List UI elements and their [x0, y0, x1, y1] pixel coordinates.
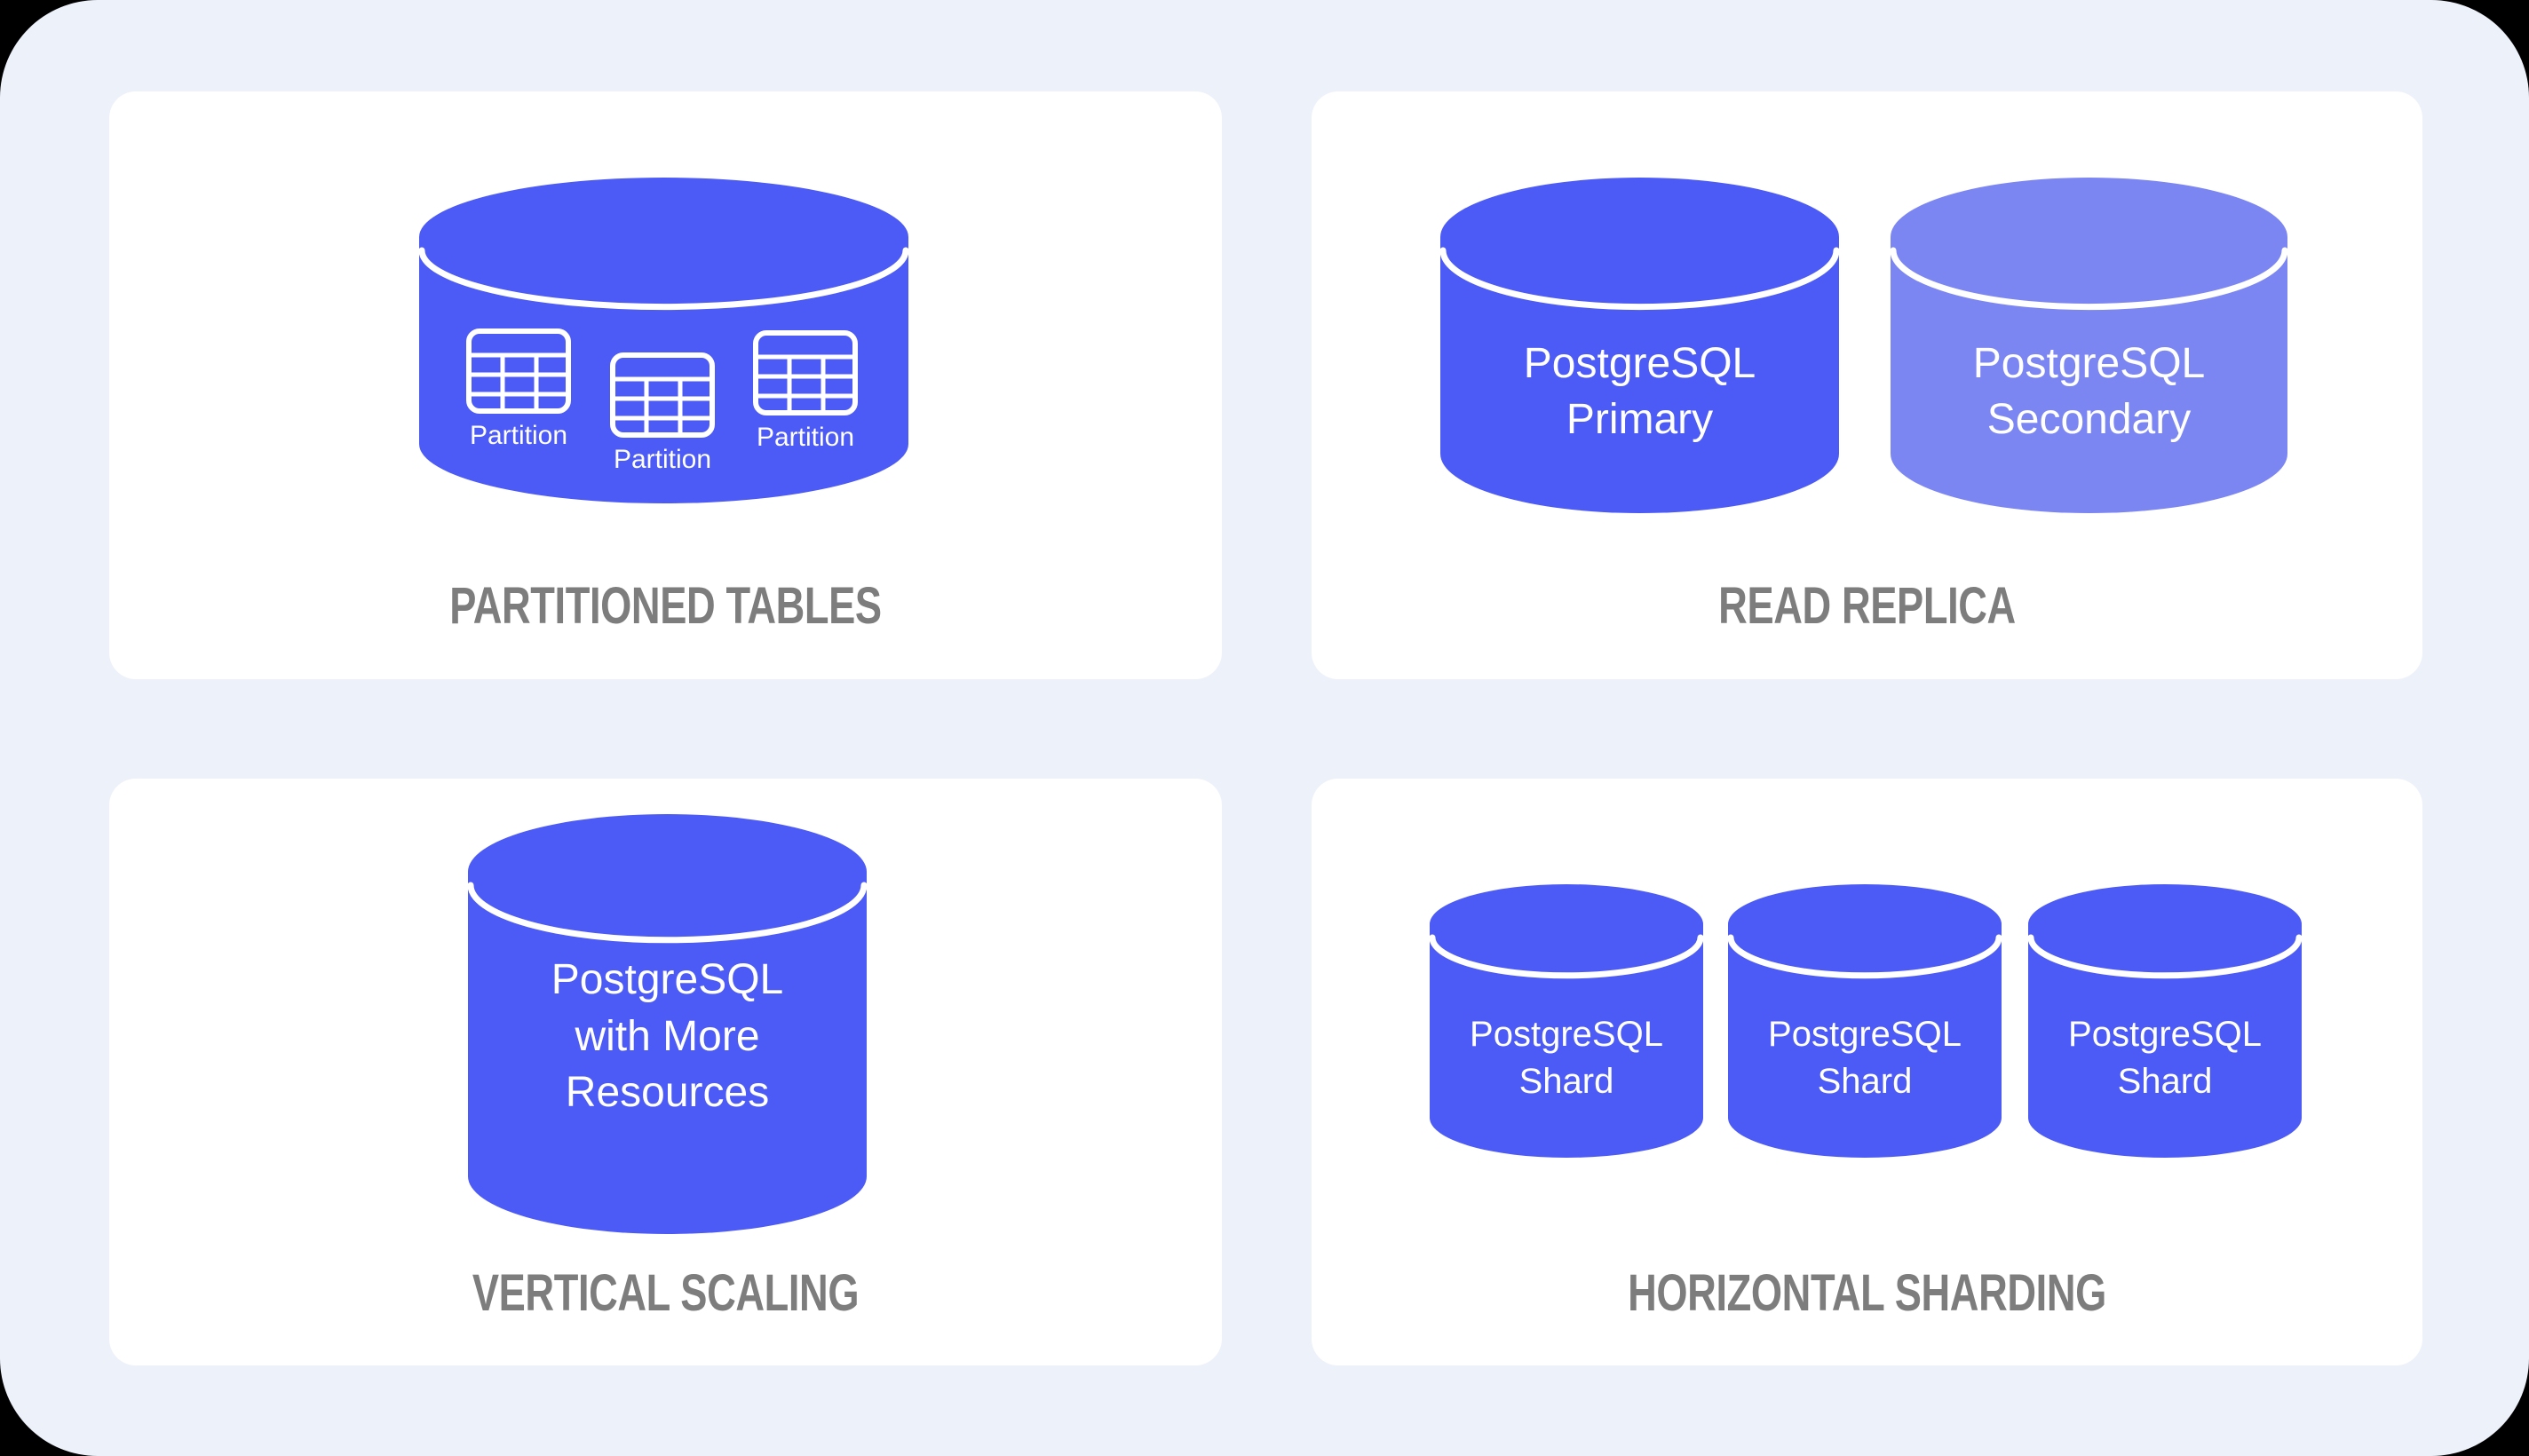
database-cylinder-secondary: PostgreSQL Secondary — [1891, 178, 2287, 513]
shard-db-label: PostgreSQL Shard — [1768, 1015, 1962, 1101]
database-cylinder-shard-1: PostgreSQL Shard — [1430, 884, 1703, 1158]
primary-db-label: PostgreSQL Primary — [1523, 339, 1756, 443]
partition-label: Partition — [756, 423, 855, 452]
table-partition-icon: Partition — [753, 330, 858, 452]
database-cylinder-partitioned: Partition Partition — [419, 178, 908, 503]
card-title-horizontal-sharding: HORIZONTAL SHARDING — [1628, 1263, 2106, 1322]
partition-label: Partition — [613, 445, 712, 474]
database-cylinder-vertical: PostgreSQL with More Resources — [468, 814, 867, 1234]
shard-db-label: PostgreSQL Shard — [2068, 1015, 2262, 1101]
database-cylinder-shard-2: PostgreSQL Shard — [1728, 884, 2002, 1158]
partition-label: Partition — [469, 421, 568, 450]
secondary-db-label: PostgreSQL Secondary — [1972, 339, 2206, 443]
vertical-db-label: PostgreSQL with More Resources — [551, 956, 784, 1117]
database-cylinder-shard-3: PostgreSQL Shard — [2028, 884, 2302, 1158]
card-read-replica: PostgreSQL Primary PostgreSQL Secondary … — [1312, 91, 2422, 679]
card-title-read-replica: READ REPLICA — [1718, 576, 2016, 635]
card-horizontal-sharding: PostgreSQL Shard PostgreSQL Shard Postgr… — [1312, 779, 2422, 1365]
table-partition-icon: Partition — [610, 352, 715, 474]
card-title-partitioned-tables: PARTITIONED TABLES — [449, 576, 882, 635]
card-partitioned-tables: Partition Partition — [109, 91, 1222, 679]
table-partition-icon: Partition — [466, 328, 571, 450]
database-cylinder-primary: PostgreSQL Primary — [1440, 178, 1839, 513]
card-vertical-scaling: PostgreSQL with More Resources VERTICAL … — [109, 779, 1222, 1365]
shard-db-label: PostgreSQL Shard — [1470, 1015, 1663, 1101]
card-title-vertical-scaling: VERTICAL SCALING — [472, 1263, 860, 1322]
